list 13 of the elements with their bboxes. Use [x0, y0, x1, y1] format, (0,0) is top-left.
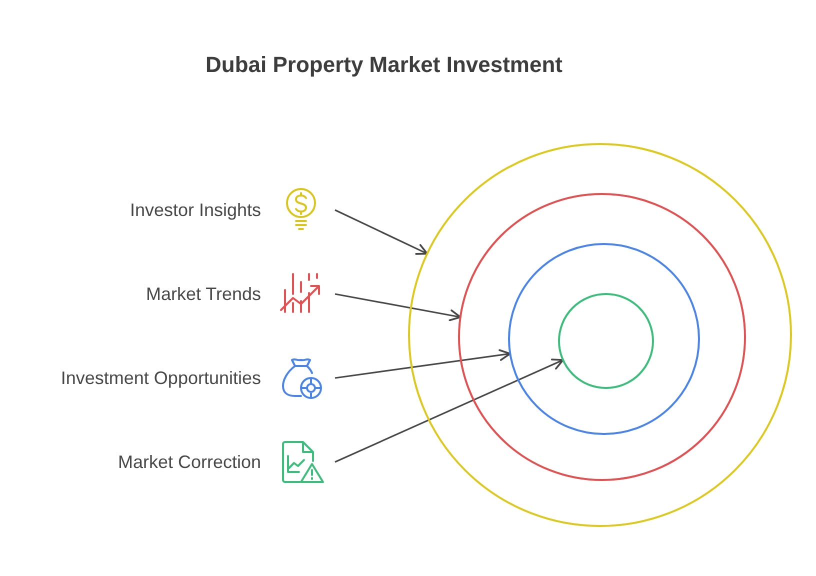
arrow — [334, 209, 428, 255]
category-label: Market Correction — [118, 452, 261, 472]
category-label: Market Trends — [146, 284, 261, 304]
category-label: Investment Opportunities — [60, 368, 261, 388]
arrow — [334, 349, 511, 379]
arrow — [334, 293, 462, 322]
concentric-ring — [458, 193, 746, 481]
category-label: Investor Insights — [130, 200, 261, 220]
concentric-ring — [408, 143, 792, 527]
arrow — [334, 358, 564, 463]
concentric-ring — [508, 243, 700, 435]
concentric-ring — [558, 293, 654, 389]
diagram-title: Dubai Property Market Investment — [204, 52, 564, 78]
